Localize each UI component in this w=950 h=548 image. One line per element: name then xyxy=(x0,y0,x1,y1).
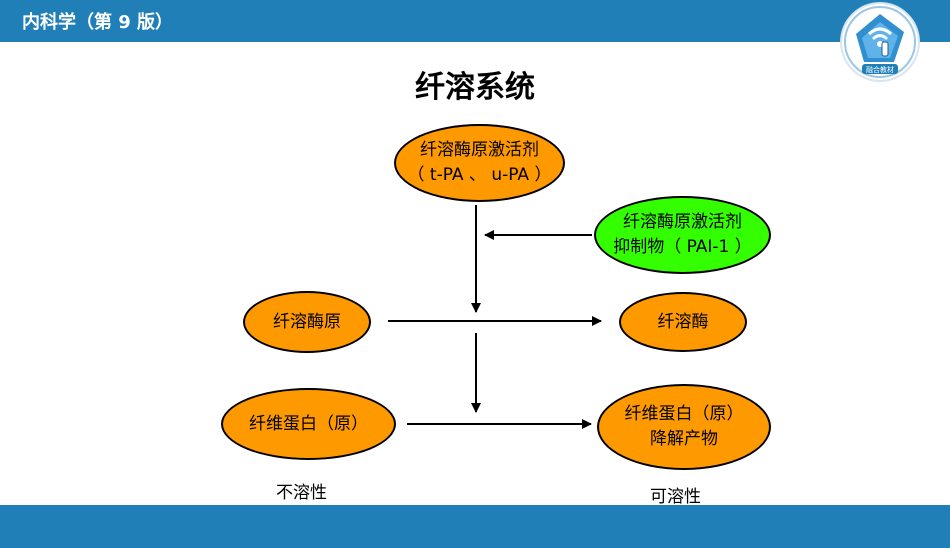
node-inhibitor: 纤溶酶原激活剂 抑制物（ PAI-1 ） xyxy=(594,196,771,274)
footer-bar xyxy=(0,505,950,548)
wifi-hand-icon: 融合教材 xyxy=(844,6,916,78)
node-activator-line2: （ t-PA 、 u-PA ） xyxy=(407,165,552,185)
node-degradation-line2: 降解产物 xyxy=(650,429,718,449)
node-inhibitor-line2: 抑制物（ PAI-1 ） xyxy=(613,237,752,257)
node-fibrin: 纤维蛋白（原） xyxy=(221,388,396,460)
node-degradation: 纤维蛋白（原） 降解产物 xyxy=(597,384,771,470)
node-plasmin-label: 纤溶酶 xyxy=(657,311,709,332)
label-soluble: 可溶性 xyxy=(650,487,701,507)
header-bar: 内科学（第 9 版） xyxy=(0,0,950,42)
node-plasminogen: 纤溶酶原 xyxy=(243,291,371,353)
node-plasminogen-label: 纤溶酶原 xyxy=(273,311,341,332)
node-degradation-line1: 纤维蛋白（原） xyxy=(624,404,744,425)
header-title: 内科学（第 9 版） xyxy=(22,12,174,33)
node-activator: 纤溶酶原激活剂 （ t-PA 、 u-PA ） xyxy=(394,124,565,202)
node-plasmin: 纤溶酶 xyxy=(619,292,747,352)
logo-text: 融合教材 xyxy=(866,65,894,74)
node-fibrin-label: 纤维蛋白（原） xyxy=(249,413,368,434)
logo: 融合教材 xyxy=(842,4,918,80)
slide-title: 纤溶系统 xyxy=(415,70,535,105)
label-insoluble: 不溶性 xyxy=(276,483,327,503)
node-activator-line1: 纤溶酶原激活剂 xyxy=(420,140,539,161)
node-inhibitor-line1: 纤溶酶原激活剂 xyxy=(623,212,742,233)
